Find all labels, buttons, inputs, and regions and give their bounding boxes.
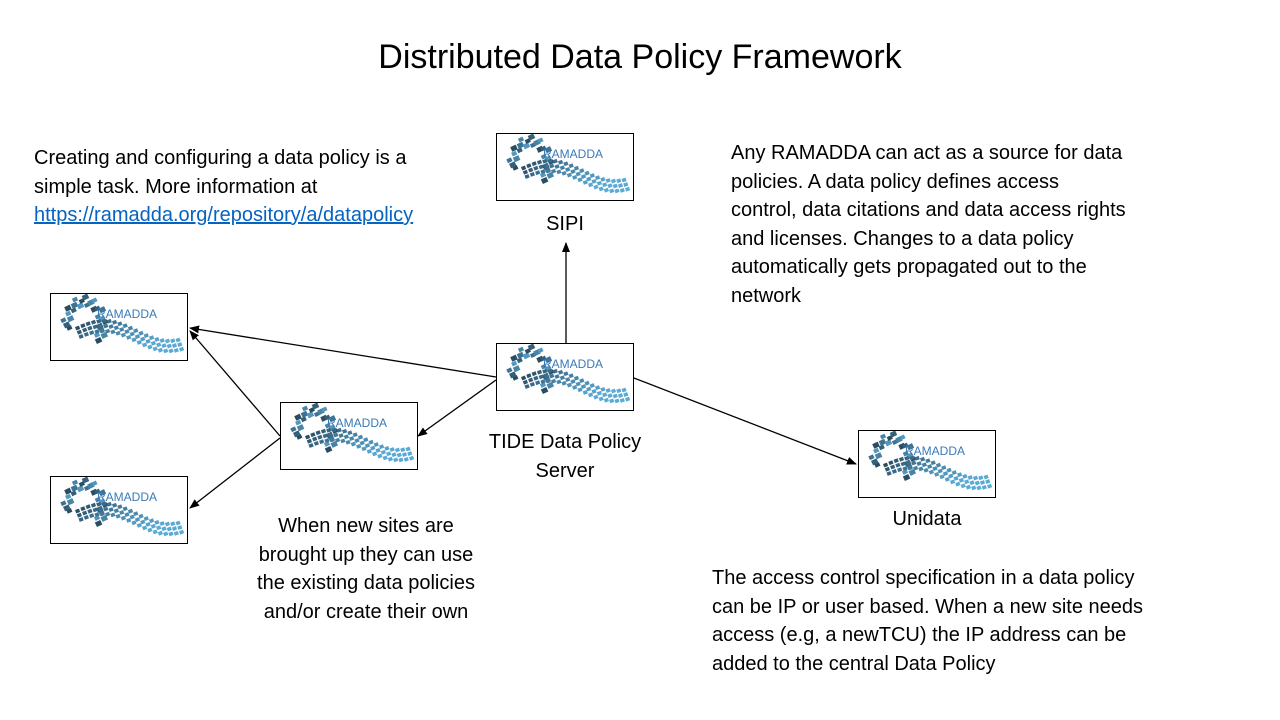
logo-text: RAMADDA <box>543 147 603 161</box>
node-left-bottom[interactable]: RAMADDA <box>50 476 188 544</box>
datapolicy-link[interactable]: https://ramadda.org/repository/a/datapol… <box>34 204 414 226</box>
access-note-line: The access control specification in a da… <box>712 567 1135 589</box>
node-unidata[interactable]: RAMADDA <box>858 430 996 498</box>
arrow-tide-to-unidata <box>633 377 857 465</box>
node-left-top[interactable]: RAMADDA <box>50 293 188 361</box>
config-note-line: Creating and configuring a data policy i… <box>34 147 407 169</box>
source-note-line: automatically gets propagated out to the <box>731 256 1087 278</box>
arrow-tide-to-newsite <box>417 379 497 437</box>
tide-caption-line: Server <box>535 459 595 482</box>
source-note-line: network <box>731 284 802 307</box>
logo-text: RAMADDA <box>543 357 603 371</box>
node-new-site[interactable]: RAMADDA <box>280 402 418 470</box>
newsite-note-line: When new sites are <box>278 515 454 537</box>
tide-caption: TIDE Data Policy Server <box>446 428 684 485</box>
source-note-line: Any RAMADDA can act as a source for data <box>731 142 1123 164</box>
access-note-line: can be IP or user based. When a new site… <box>712 595 1144 618</box>
config-note: Creating and configuring a data policy i… <box>34 144 494 230</box>
node-sipi[interactable]: RAMADDA <box>496 133 634 201</box>
ramadda-logo: RAMADDA <box>506 344 631 404</box>
source-note-line: policies. A data policy defines access <box>731 170 1059 193</box>
tide-caption-line: TIDE Data Policy <box>488 431 642 453</box>
ramadda-logo: RAMADDA <box>868 431 993 491</box>
access-note-line: added to the central Data Policy <box>712 652 996 675</box>
arrow-tide-to-left-top <box>189 325 497 378</box>
logo-text: RAMADDA <box>905 444 965 458</box>
unidata-caption: Unidata <box>892 508 962 530</box>
page-title: Distributed Data Policy Framework <box>378 38 902 76</box>
node-tide-server[interactable]: RAMADDA <box>496 343 634 411</box>
arrow-newsite-to-left-bottom <box>189 437 281 509</box>
newsite-note-line: brought up they can use <box>258 543 474 566</box>
ramadda-logo: RAMADDA <box>506 134 631 194</box>
source-note-line: and licenses. Changes to a data policy <box>731 227 1074 250</box>
logo-text: RAMADDA <box>97 490 157 504</box>
ramadda-logo: RAMADDA <box>290 403 415 463</box>
source-note: Any RAMADDA can act as a source for data… <box>731 139 1201 310</box>
ramadda-logo: RAMADDA <box>60 294 185 354</box>
ramadda-logo: RAMADDA <box>60 477 185 537</box>
newsite-note-line: and/or create their own <box>263 600 469 623</box>
logo-text: RAMADDA <box>97 307 157 321</box>
newsite-note-line: the existing data policies <box>257 572 475 594</box>
config-note-line: simple task. More information at <box>34 175 318 198</box>
arrow-newsite-to-left-top <box>189 330 281 437</box>
access-note: The access control specification in a da… <box>712 564 1212 678</box>
source-note-line: control, data citations and data access … <box>731 199 1126 221</box>
newsite-note: When new sites are brought up they can u… <box>236 512 496 626</box>
access-note-line: access (e.g, a newTCU) the IP address ca… <box>712 624 1127 646</box>
logo-text: RAMADDA <box>327 416 387 430</box>
sipi-caption: SIPI <box>546 213 584 235</box>
